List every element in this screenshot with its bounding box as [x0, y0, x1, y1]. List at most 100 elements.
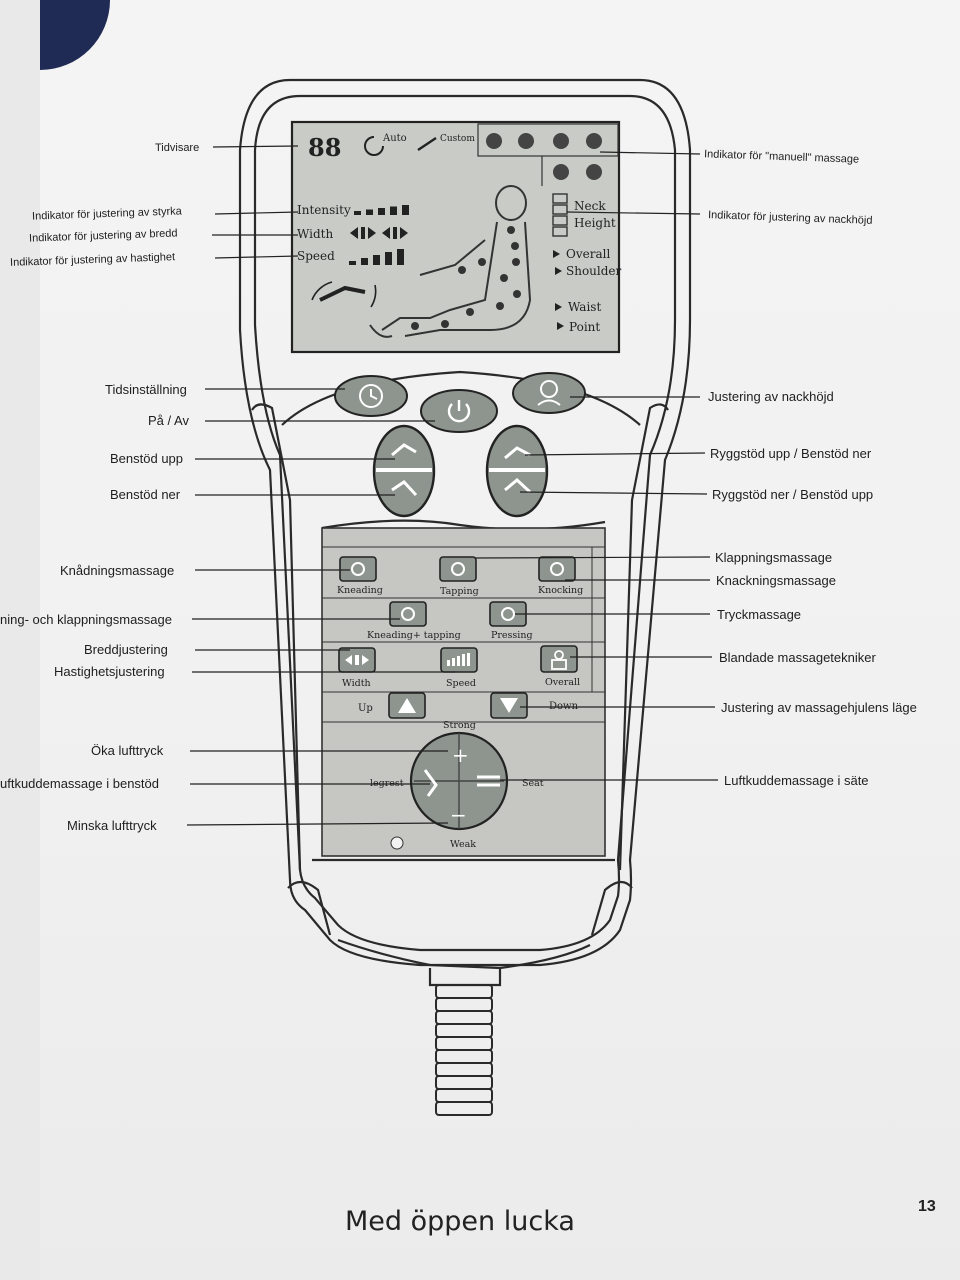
level-bar [385, 252, 392, 265]
label-rygg-ner: Ryggstöd ner / Benstöd upp [712, 487, 874, 502]
speed-label: Speed [446, 678, 476, 689]
label-knackning: Knackningsmassage [716, 573, 836, 588]
backrest-down-icon[interactable] [504, 478, 532, 494]
level-bar [349, 261, 356, 265]
level-bar [378, 208, 385, 215]
knocking-button[interactable] [538, 556, 576, 582]
up-label: Up [358, 703, 373, 714]
label-luft-sate: Luftkuddemassage i säte [724, 773, 869, 788]
level-bar [390, 206, 397, 215]
lcd-width: Width [297, 227, 333, 241]
page-number: 13 [918, 1198, 936, 1215]
kneading-tapping-icon [553, 164, 569, 180]
chair-nodes [411, 226, 521, 330]
width-label: Width [342, 678, 371, 689]
body-icon [586, 164, 602, 180]
tapping-label: Tapping [440, 586, 479, 597]
label-rygg-upp: Ryggstöd upp / Benstöd ner [710, 446, 872, 461]
width-arrows [350, 227, 408, 239]
lcd-height: Height [574, 216, 616, 230]
thumb-icon [501, 607, 515, 621]
knocking-label: Knocking [538, 585, 583, 596]
level-bar [354, 211, 361, 215]
label-klappning: Klappningsmassage [715, 550, 833, 565]
label-breddjustering: Breddjustering [84, 642, 168, 657]
seat-label: Seat [522, 778, 544, 789]
body-icon [554, 650, 564, 660]
lcd-shoulder: Shoulder [566, 264, 622, 278]
tapping-button[interactable] [439, 556, 477, 582]
kneading-button[interactable] [339, 556, 377, 582]
label-pa-av: På / Av [148, 413, 189, 428]
power-button[interactable] [420, 389, 498, 433]
lcd-intensity: Intensity [297, 203, 351, 217]
air-pressure-pad[interactable] [409, 731, 509, 831]
cable [435, 984, 493, 1116]
neck-height-button[interactable] [512, 372, 586, 414]
legrest-rocker[interactable] [372, 424, 436, 518]
auto-icon [364, 136, 384, 156]
width-arrows-icon [345, 655, 369, 665]
kneading-tapping-label: Kneading+ tapping [367, 630, 461, 641]
label-tidsinstallning: Tidsinställning [105, 382, 187, 397]
lcd-point: Point [569, 320, 600, 334]
label-hjul: Justering av massagehjulens läge [721, 700, 917, 715]
label-tryck: Tryckmassage [717, 607, 802, 622]
region-arrows [553, 250, 564, 330]
increase-air-button[interactable]: + [452, 743, 469, 767]
lcd-neck: Neck [574, 199, 606, 213]
leader-lines [186, 145, 718, 826]
open-hand-icon [550, 562, 564, 576]
hand-icon [486, 133, 502, 149]
label-tidvisare: Tidvisare [155, 142, 200, 154]
wrench-icon [417, 137, 437, 151]
speed-button[interactable] [440, 647, 478, 673]
triangle-down-icon [500, 698, 518, 713]
head-icon [540, 380, 558, 398]
clock-icon [359, 384, 383, 408]
legrest-up-icon[interactable] [391, 443, 417, 457]
timer-button[interactable] [334, 375, 408, 417]
label-blandade: Blandade massagetekniker [719, 650, 876, 665]
manual-mode-icons [486, 133, 602, 180]
lcd-digits: 88 [308, 133, 341, 162]
legrest-down-icon[interactable] [391, 480, 418, 497]
kneading-hand-icon [518, 133, 534, 149]
level-bar [402, 205, 409, 215]
lcd-waist: Waist [568, 300, 601, 314]
fist-icon [553, 133, 569, 149]
overall-button[interactable] [540, 645, 578, 673]
width-button[interactable] [338, 647, 376, 673]
indicator-led [390, 836, 404, 850]
label-hastighetsjustering: Hastighetsjustering [54, 664, 165, 679]
seat-air-icon[interactable] [477, 775, 500, 787]
backrest-up-icon[interactable] [504, 446, 531, 460]
kneading-tapping-icon [401, 607, 415, 621]
down-button[interactable] [490, 692, 528, 719]
label-nackhojd-just: Justering av nackhöjd [708, 389, 834, 404]
lcd-overall: Overall [566, 247, 610, 261]
decrease-air-button[interactable]: − [450, 803, 467, 827]
thumb-icon [586, 133, 602, 149]
neck-height-scale [552, 193, 568, 237]
up-button[interactable] [388, 692, 426, 719]
intensity-bars [354, 205, 409, 215]
weak-label: Weak [450, 839, 476, 850]
label-knad-klapp: ning- och klappningsmassage [0, 612, 172, 627]
pressing-label: Pressing [491, 630, 533, 641]
strong-label: Strong [443, 720, 476, 731]
kneading-tapping-button[interactable] [389, 601, 427, 627]
level-bar [366, 209, 373, 215]
overall-label: Overall [545, 677, 580, 688]
legrest-air-icon[interactable] [423, 769, 438, 797]
triangle-up-icon [398, 698, 416, 713]
label-knadning: Knådningsmassage [60, 563, 175, 578]
kneading-label: Kneading [337, 585, 383, 596]
backrest-rocker[interactable] [485, 424, 549, 518]
level-bar [373, 255, 380, 265]
label-luft-benstod: uftkuddemassage i benstöd [0, 776, 159, 791]
kneading-hand-icon [351, 562, 365, 576]
level-bar [397, 249, 404, 265]
lcd-custom: Custom [440, 134, 475, 144]
